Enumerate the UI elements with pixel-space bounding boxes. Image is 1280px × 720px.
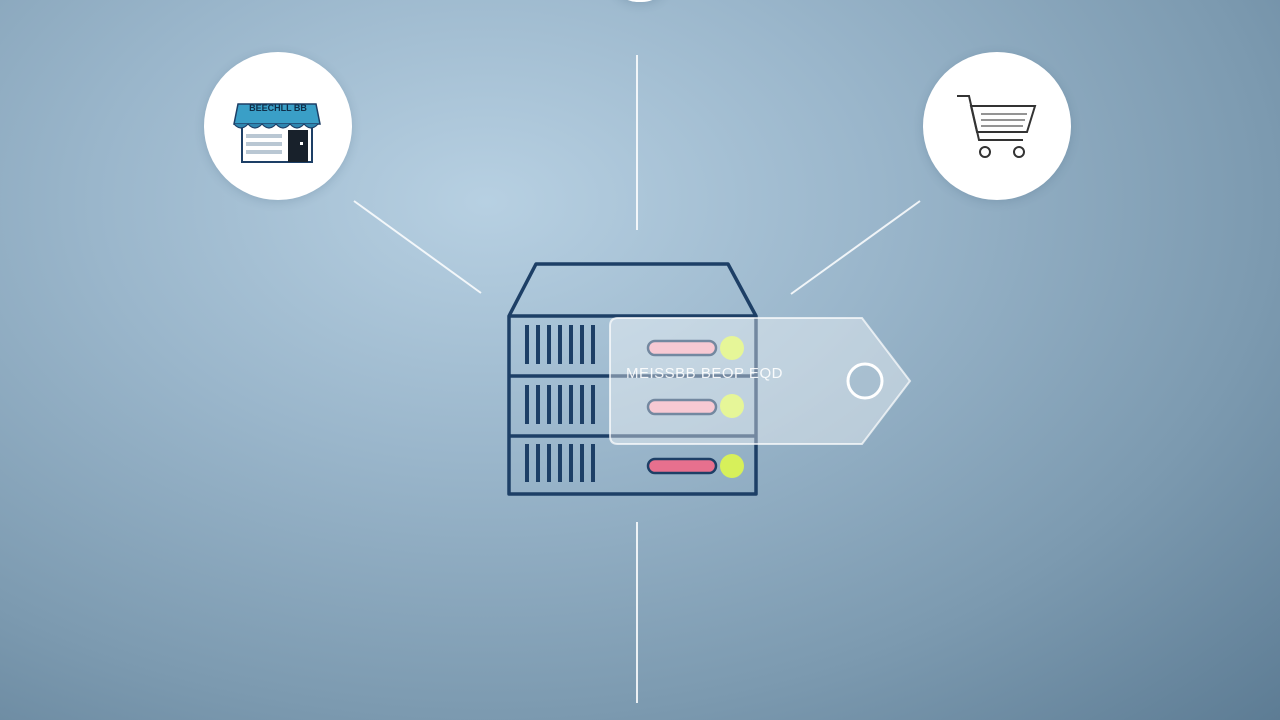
top-node bbox=[610, 0, 670, 2]
tag-label: MEISSBB BEOP EQD bbox=[626, 365, 783, 382]
status-bar-3 bbox=[646, 457, 718, 475]
cart-node bbox=[923, 52, 1071, 200]
vent-row-3 bbox=[525, 444, 595, 482]
vent-row-1 bbox=[525, 325, 595, 364]
status-bar-1 bbox=[646, 339, 718, 357]
store-node: BEECHLL BB bbox=[204, 52, 352, 200]
connector-right bbox=[790, 200, 921, 295]
tag-icon bbox=[609, 317, 912, 445]
connector-left bbox=[353, 200, 482, 294]
shopping-cart-icon bbox=[957, 95, 1037, 158]
status-bar-2 bbox=[646, 398, 718, 416]
status-led-3 bbox=[720, 454, 744, 478]
storefront-icon bbox=[233, 103, 321, 163]
status-led-1 bbox=[720, 336, 744, 360]
store-sign-text: BEECHLL BB bbox=[249, 103, 307, 113]
status-led-2 bbox=[720, 394, 744, 418]
vent-row-2 bbox=[525, 385, 595, 424]
server-icon bbox=[507, 262, 758, 496]
